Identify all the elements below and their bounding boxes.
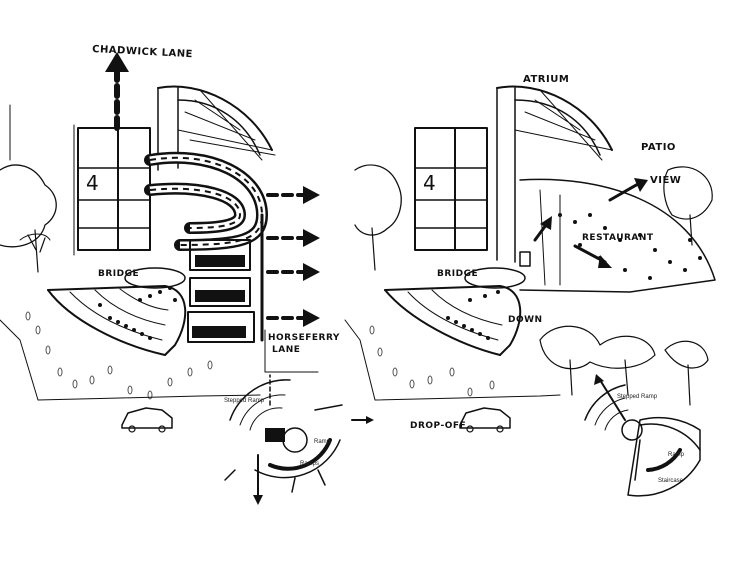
label-horseferry: HORSEFERRY xyxy=(268,333,340,343)
connector-arrow xyxy=(351,416,374,424)
detail-label-stepped-right: Stepped Ramp xyxy=(617,394,658,400)
trees-lower-right xyxy=(539,325,709,406)
svg-text:4: 4 xyxy=(86,171,99,195)
arrows-right xyxy=(266,186,320,327)
label-bridge-right: BRIDGE xyxy=(437,269,478,279)
crowd-right-terrace xyxy=(446,290,500,340)
svg-text:4: 4 xyxy=(423,171,436,195)
crowd-figures-right xyxy=(558,213,702,280)
site-boundary-left xyxy=(0,319,261,401)
right-sketch: ATRIUM PATIO 4 xyxy=(344,74,716,497)
label-atrium: ATRIUM xyxy=(523,74,569,85)
arrow-view xyxy=(608,178,648,202)
pedestrians-left xyxy=(25,311,213,400)
stair-core xyxy=(187,213,264,343)
label-patio: PATIO xyxy=(641,142,676,153)
left-sketch: CHADWICK LANE 4 xyxy=(0,44,343,505)
car-left xyxy=(121,407,173,433)
tree-left-right-sketch xyxy=(354,164,402,271)
arrow-up-chadwick xyxy=(105,52,129,131)
car-right xyxy=(459,407,511,433)
crowd-figures-left xyxy=(98,286,177,340)
building-block-right: 4 xyxy=(414,127,488,251)
label-restaurant: RESTAURANT xyxy=(582,233,654,243)
detail-diagram-left xyxy=(224,374,343,505)
circulation-route xyxy=(144,151,268,251)
terrace-seating-right xyxy=(384,251,531,356)
tree-patio xyxy=(663,166,713,246)
restaurant-floor xyxy=(519,178,716,293)
label-lane-left: LANE xyxy=(272,345,300,355)
site-boundary-right xyxy=(344,319,561,401)
detail-label-ramps-left: Ramps xyxy=(300,461,319,467)
detail-label-staircase-right: Staircase xyxy=(658,478,684,484)
label-view: VIEW xyxy=(650,175,681,186)
atrium-canopy-right xyxy=(496,85,613,263)
building-block: 4 xyxy=(73,124,151,256)
label-dropoff: DROP-OFF xyxy=(410,421,466,431)
detail-label-ramp-right: Ramp xyxy=(668,452,685,458)
terrace-seating xyxy=(47,267,187,356)
detail-diagram-right xyxy=(584,374,701,497)
pedestrians-right xyxy=(369,325,495,397)
detail-label-stepped-left: Stepped Ramp xyxy=(224,398,265,404)
arrow-restaurant xyxy=(533,216,612,268)
detail-label-ramp-left: Ramp xyxy=(314,439,331,445)
label-chadwick-lane: CHADWICK LANE xyxy=(92,44,193,60)
label-bridge-left: BRIDGE xyxy=(98,269,139,279)
label-down: DOWN xyxy=(508,315,543,325)
tree-left xyxy=(0,164,57,273)
